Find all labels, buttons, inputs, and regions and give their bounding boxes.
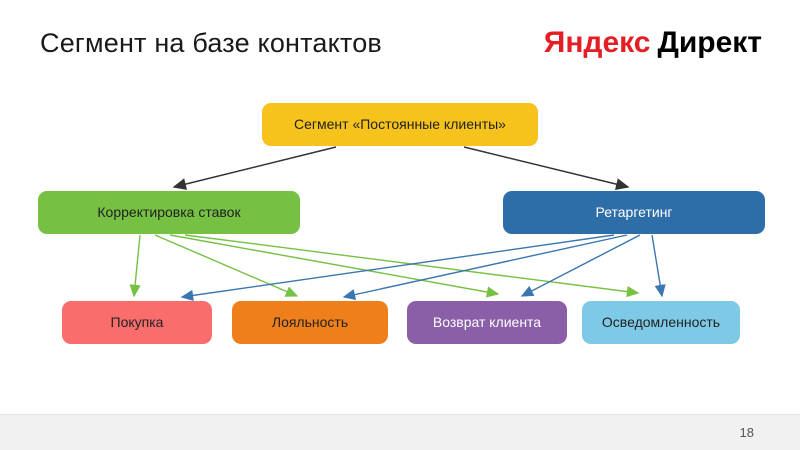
- footer-bar: 18: [0, 414, 800, 450]
- logo-yandex-text: Яндекс: [543, 26, 651, 59]
- node-purchase: Покупка: [62, 301, 212, 344]
- node-bid-adjustment: Корректировка ставок: [38, 191, 300, 234]
- node-loyalty: Лояльность: [232, 301, 388, 344]
- logo-direct-text: Директ: [657, 26, 762, 59]
- node-awareness: Осведомленность: [582, 301, 740, 344]
- node-client-return: Возврат клиента: [407, 301, 567, 344]
- page-title: Сегмент на базе контактов: [40, 28, 382, 58]
- node-retargeting: Ретаргетинг: [503, 191, 765, 234]
- page-number: 18: [739, 425, 754, 440]
- node-segment-regular-clients: Сегмент «Постоянные клиенты»: [262, 103, 538, 146]
